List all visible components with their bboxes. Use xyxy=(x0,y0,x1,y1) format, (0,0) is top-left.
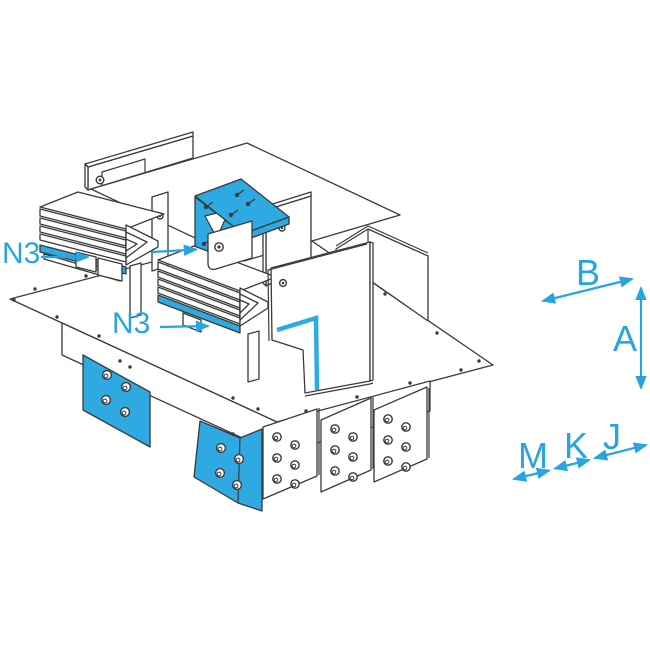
callout-n3-upper: N3 xyxy=(2,237,40,270)
n3-conductor-center xyxy=(157,294,241,334)
support-post xyxy=(247,330,260,383)
terminal-plate-blue-left xyxy=(82,354,151,448)
terminal-plate-holes xyxy=(214,442,245,491)
dim-label-k: K xyxy=(564,425,588,466)
busbar-top-face xyxy=(39,191,165,230)
support-post xyxy=(129,262,142,319)
rear-left-barrier-panel xyxy=(84,131,194,192)
conductor-flow-arrow xyxy=(151,244,199,256)
dim-label-m: M xyxy=(518,435,548,476)
front-right-barrier-panel xyxy=(267,241,374,397)
dim-arrow-j xyxy=(592,442,649,461)
bottom-terminal-plates xyxy=(82,354,430,512)
dim-arrow-k xyxy=(552,457,592,472)
annotations: N3 N3 B A M K J xyxy=(2,237,649,482)
apron-screws xyxy=(118,359,235,436)
bracket-side-plate xyxy=(207,220,253,271)
dim-label-a: A xyxy=(613,318,637,359)
conductor-path-highlight xyxy=(276,314,320,391)
terminal-plate-white-3 xyxy=(373,386,430,483)
unit-assembly xyxy=(39,131,401,397)
support-tab xyxy=(97,257,123,282)
terminal-plate-holes xyxy=(100,369,132,418)
callout-n3-lower: N3 xyxy=(112,307,150,340)
terminal-plate-blue-corner xyxy=(193,420,263,512)
dim-arrow-b xyxy=(540,276,635,304)
callout-arrow-n3-lower xyxy=(159,320,211,332)
terminal-plate-white-1 xyxy=(262,408,320,500)
terminal-plate-white-2 xyxy=(320,397,374,493)
dim-label-j: J xyxy=(603,416,621,457)
dim-arrow-m xyxy=(511,467,552,482)
